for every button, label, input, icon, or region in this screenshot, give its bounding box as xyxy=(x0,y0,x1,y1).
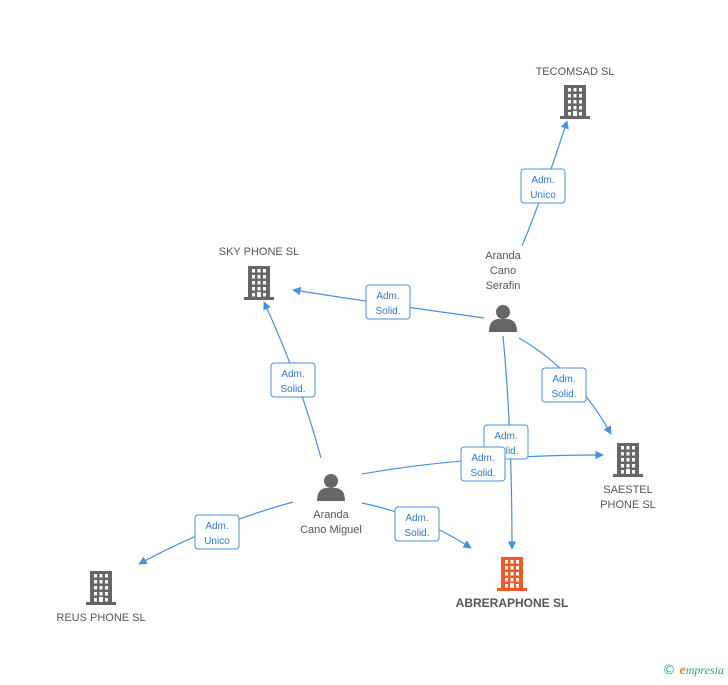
edge-label-serafin-to-sky_phone[interactable]: Adm. Solid. xyxy=(365,284,411,320)
edge-label-box xyxy=(460,446,506,482)
edge-label-miguel-to-reus_phone[interactable]: Adm. Unico xyxy=(194,514,240,550)
node-label-line: TECOMSAD SL xyxy=(536,66,615,78)
node-tecomsad[interactable]: TECOMSAD SL xyxy=(536,66,615,119)
node-label-line: Aranda xyxy=(485,250,521,262)
edge-label-line: Solid. xyxy=(470,468,495,479)
edge-label-line: Adm. xyxy=(205,521,228,532)
building-icon xyxy=(86,571,116,605)
edge-label-line: Adm. xyxy=(494,431,517,442)
node-label-line: SAESTEL xyxy=(603,484,653,496)
edge-label-miguel-to-sky_phone[interactable]: Adm. Solid. xyxy=(270,362,316,398)
edge-label-line: Adm. xyxy=(531,175,554,186)
building-icon xyxy=(244,266,274,300)
node-label-line: Cano xyxy=(490,265,516,277)
building-icon xyxy=(560,85,590,119)
node-label-line: Cano Miguel xyxy=(300,524,362,536)
edge-label-miguel-to-abreraphone[interactable]: Adm. Solid. xyxy=(394,506,440,542)
building-icon xyxy=(497,557,527,591)
logo-text: mpresia xyxy=(685,663,724,677)
edge-label-line: Adm. xyxy=(281,369,304,380)
edge-label-line: Unico xyxy=(204,536,230,547)
copyright-symbol: © xyxy=(662,663,676,678)
logo-e: e xyxy=(679,663,686,678)
edge-label-line: Solid. xyxy=(375,306,400,317)
edge-label-box xyxy=(520,168,566,204)
node-sky-phone[interactable]: SKY PHONE SL xyxy=(219,246,300,300)
edge-label-box xyxy=(394,506,440,542)
node-label-line: Aranda xyxy=(313,509,349,521)
edge-label-box xyxy=(541,367,587,403)
edge-label-line: Adm. xyxy=(376,291,399,302)
node-label-line: PHONE SL xyxy=(600,499,656,511)
edge-label-line: Solid. xyxy=(551,389,576,400)
building-icon xyxy=(613,443,643,477)
node-abreraphone[interactable]: ABRERAPHONE SL xyxy=(456,557,569,610)
edge-label-box xyxy=(194,514,240,550)
person-icon xyxy=(317,474,345,501)
edge-label-box xyxy=(365,284,411,320)
edge-label-line: Unico xyxy=(530,190,556,201)
edge-label-line: Solid. xyxy=(493,446,518,457)
edge-label-line: Adm. xyxy=(552,374,575,385)
edge-label-box xyxy=(270,362,316,398)
person-icon xyxy=(489,305,517,332)
node-reus-phone[interactable]: REUS PHONE SL xyxy=(56,571,146,624)
node-label-line: REUS PHONE SL xyxy=(56,612,145,624)
node-label-line: Serafin xyxy=(486,280,521,292)
edge-label-serafin-to-tecomsad[interactable]: Adm. Unico xyxy=(520,168,566,204)
node-label-line: ABRERAPHONE SL xyxy=(456,596,569,610)
edge-label-miguel-to-saestel[interactable]: Adm. Solid. xyxy=(460,446,506,482)
node-saestel[interactable]: SAESTEL PHONE SL xyxy=(600,443,656,511)
edge-label-line: Adm. xyxy=(471,453,494,464)
edge-label-line: Solid. xyxy=(280,384,305,395)
edge-label-line: Adm. xyxy=(405,513,428,524)
edge-label-line: Solid. xyxy=(404,528,429,539)
edge-label-serafin-to-saestel[interactable]: Adm. Solid. xyxy=(541,367,587,403)
node-label-line: SKY PHONE SL xyxy=(219,246,300,258)
empresia-logo: ©empresia xyxy=(663,663,724,679)
